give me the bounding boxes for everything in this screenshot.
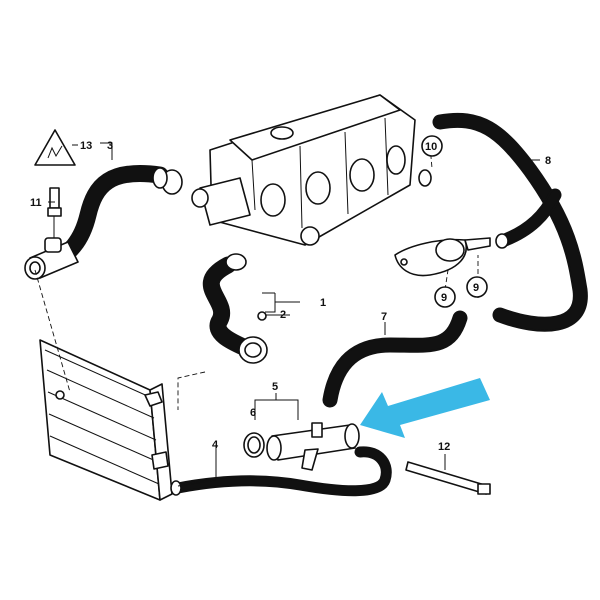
- hose-7: [322, 310, 468, 408]
- callout-4: 4: [212, 439, 219, 451]
- callout-2: 2: [280, 309, 286, 321]
- hose-4: [170, 446, 392, 497]
- radiator: [39, 339, 173, 501]
- callout-9-left: 9: [441, 292, 447, 304]
- callout-10: 10: [425, 141, 437, 153]
- hose-8: [432, 112, 588, 332]
- callout-5: 5: [272, 381, 278, 393]
- callout-9-right: 9: [473, 282, 479, 294]
- callout-11: 11: [30, 197, 42, 209]
- highlight-arrow: [360, 378, 490, 438]
- callout-6: 6: [250, 407, 256, 419]
- cable-tie-12: [405, 461, 491, 495]
- callout-7: 7: [381, 311, 387, 323]
- warning-label-13: [34, 129, 76, 166]
- thermostat-tee: [24, 187, 79, 280]
- engine-cylinder-head: [191, 94, 432, 246]
- callout-8: 8: [545, 155, 551, 167]
- bracket: [394, 237, 491, 277]
- callout-12: 12: [438, 441, 450, 453]
- hose-1: [202, 253, 268, 364]
- callout-1: 1: [320, 297, 326, 309]
- leader-lines: [34, 142, 540, 487]
- callout-13: 13: [80, 140, 92, 152]
- callout-3: 3: [107, 140, 113, 152]
- coolant-pipe-5: [243, 422, 360, 471]
